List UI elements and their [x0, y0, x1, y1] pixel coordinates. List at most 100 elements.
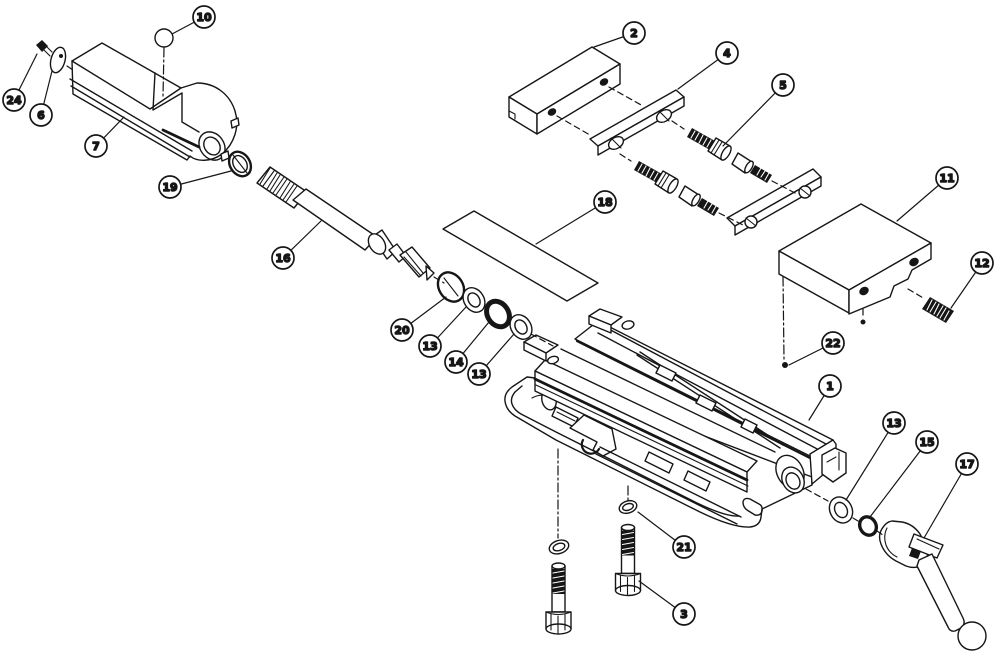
balloon-number: 5: [779, 79, 787, 92]
alignment-lines: [66, 47, 926, 539]
balloon-number: 12: [974, 257, 989, 270]
balloon-4: 4: [677, 41, 739, 90]
part-handle: [878, 520, 987, 651]
balloon-number: 7: [92, 140, 100, 153]
balloon-3: 3: [638, 580, 696, 626]
balloon-circle: [935, 166, 959, 190]
balloon-circle: [593, 190, 617, 214]
part-set-screw: [922, 297, 954, 323]
part-slide-bracket: [69, 42, 240, 162]
leader-line: [869, 441, 928, 518]
balloon-15: 15: [869, 430, 939, 518]
leader-line: [535, 201, 606, 245]
balloon-circle: [672, 535, 696, 559]
part-lock-washer: [484, 298, 512, 330]
part-ball: [154, 28, 174, 48]
balloon-20: 20: [390, 296, 447, 342]
part-jaw-block: [508, 46, 621, 135]
balloon-circle: [672, 602, 696, 626]
balloon-circle: [158, 175, 182, 199]
balloon-circle: [915, 430, 939, 454]
balloon-circle: [29, 103, 53, 127]
part-o-ring: [548, 539, 570, 555]
balloon-circle: [771, 73, 795, 97]
balloon-circle: [955, 452, 979, 476]
balloon-circle: [970, 251, 994, 275]
balloon-7: 7: [84, 116, 125, 158]
balloon-circle: [622, 21, 646, 45]
balloon-16: 16: [271, 220, 322, 270]
balloon-circle: [271, 246, 295, 270]
balloon-number: 22: [825, 337, 840, 350]
balloon-number: 1: [826, 380, 834, 393]
part-small-screw: [36, 40, 53, 57]
balloon-circle: [882, 411, 906, 435]
balloon-number: 6: [37, 109, 45, 122]
balloon-10: 10: [171, 5, 216, 35]
balloon-number: 18: [597, 196, 612, 209]
part-jaw-plate: [589, 89, 685, 156]
balloon-number: 20: [394, 324, 410, 337]
part-o-ring: [857, 515, 879, 537]
part-washer-disc: [49, 46, 67, 74]
balloon-13: 13: [467, 333, 515, 386]
balloon-circle: [715, 41, 739, 65]
part-lead-screw: [256, 166, 435, 281]
part-o-ring: [618, 499, 638, 515]
balloon-19: 19: [158, 170, 232, 199]
balloon-14: 14: [444, 321, 490, 374]
balloon-number: 3: [680, 608, 688, 621]
balloon-1: 1: [808, 374, 842, 421]
part-gib-plate: [442, 210, 599, 302]
alignment-dot: [782, 362, 788, 368]
part-jaw-plate: [726, 168, 822, 236]
balloon-number: 19: [162, 181, 177, 194]
balloon-number: 16: [275, 252, 291, 265]
part-washer: [509, 314, 533, 340]
balloon-number: 17: [959, 458, 974, 471]
balloon-circle: [818, 374, 842, 398]
balloon-circle: [2, 88, 26, 112]
balloon-number: 14: [448, 356, 464, 369]
balloon-2: 2: [593, 21, 646, 48]
balloon-circle: [192, 5, 216, 29]
part-cap-screw-set: [687, 128, 772, 183]
balloon-number: 21: [676, 541, 691, 554]
balloon-number: 10: [196, 11, 212, 24]
balloon-circle: [390, 318, 414, 342]
balloon-21: 21: [637, 511, 696, 559]
part-washer: [462, 287, 486, 313]
balloon-circle: [84, 134, 108, 158]
balloon-11: 11: [896, 166, 959, 222]
part-vise-body: [504, 308, 847, 528]
balloon-17: 17: [923, 452, 979, 539]
balloon-24: 24: [2, 53, 38, 112]
balloon-12: 12: [950, 251, 994, 309]
leader-line: [722, 84, 784, 147]
balloon-number: 4: [723, 47, 731, 60]
balloon-number: 11: [939, 172, 954, 185]
balloon-6: 6: [29, 70, 53, 127]
balloon-number: 13: [422, 340, 437, 353]
balloon-18: 18: [535, 190, 617, 245]
part-cap-screw: [545, 562, 572, 635]
balloon-22: 22: [788, 331, 845, 366]
part-washer: [828, 496, 854, 524]
balloon-circle: [444, 350, 468, 374]
balloon-13: 13: [845, 411, 906, 501]
part-movable-jaw: [778, 203, 932, 325]
balloon-number: 15: [919, 436, 934, 449]
leader-line: [923, 463, 968, 539]
part-retaining-ring: [436, 271, 466, 303]
balloon-circle: [467, 362, 491, 386]
balloon-number: 13: [471, 368, 486, 381]
part-snap-ring: [227, 150, 253, 178]
balloon-5: 5: [722, 73, 795, 147]
balloon-number: 13: [886, 417, 901, 430]
balloon-13: 13: [418, 306, 467, 358]
balloon-number: 24: [6, 94, 22, 107]
balloon-circle: [418, 334, 442, 358]
leader-line: [845, 422, 895, 501]
